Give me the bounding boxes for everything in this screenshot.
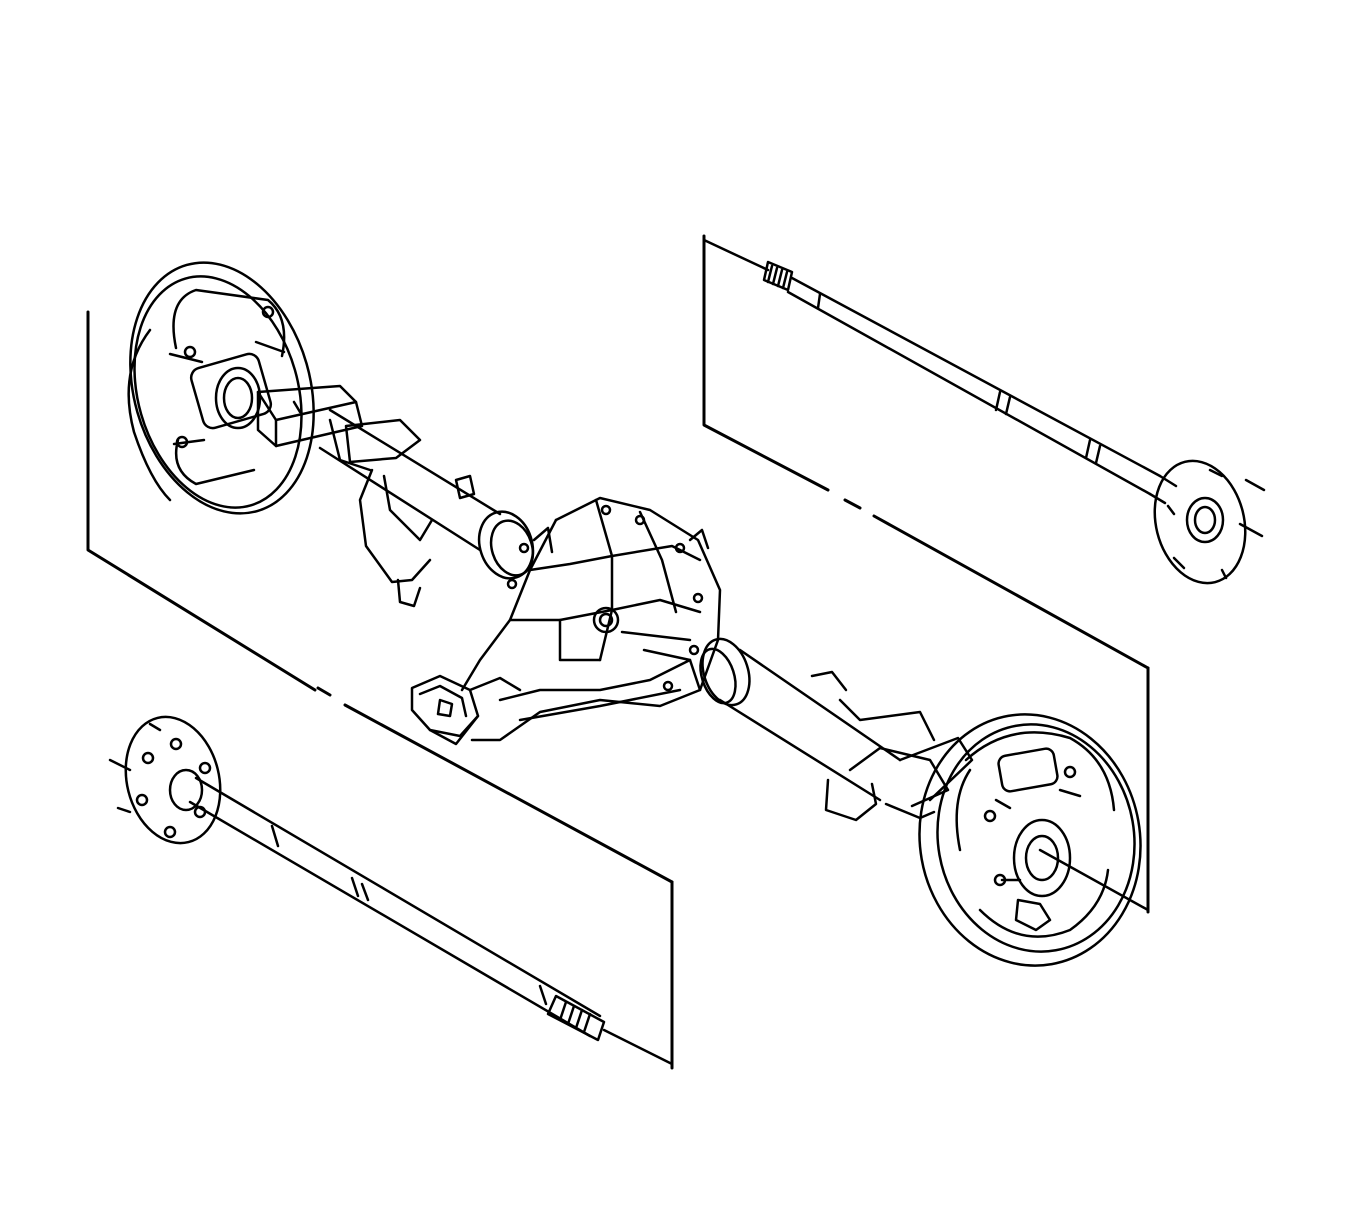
explode-plane-left <box>88 312 672 1068</box>
wheel-stud <box>1168 470 1264 578</box>
right-axle-shaft <box>704 240 1264 593</box>
flange-bolt-hole <box>137 739 210 837</box>
explode-plane-right <box>704 236 1148 912</box>
differential-carrier <box>412 498 720 744</box>
cover-bolt <box>508 506 702 690</box>
axle-housing <box>258 386 972 820</box>
left-axle-shaft <box>110 707 672 1064</box>
right-brake-backing-plate <box>900 697 1160 983</box>
wheel-stud <box>110 724 160 812</box>
left-brake-backing-plate <box>102 241 342 536</box>
